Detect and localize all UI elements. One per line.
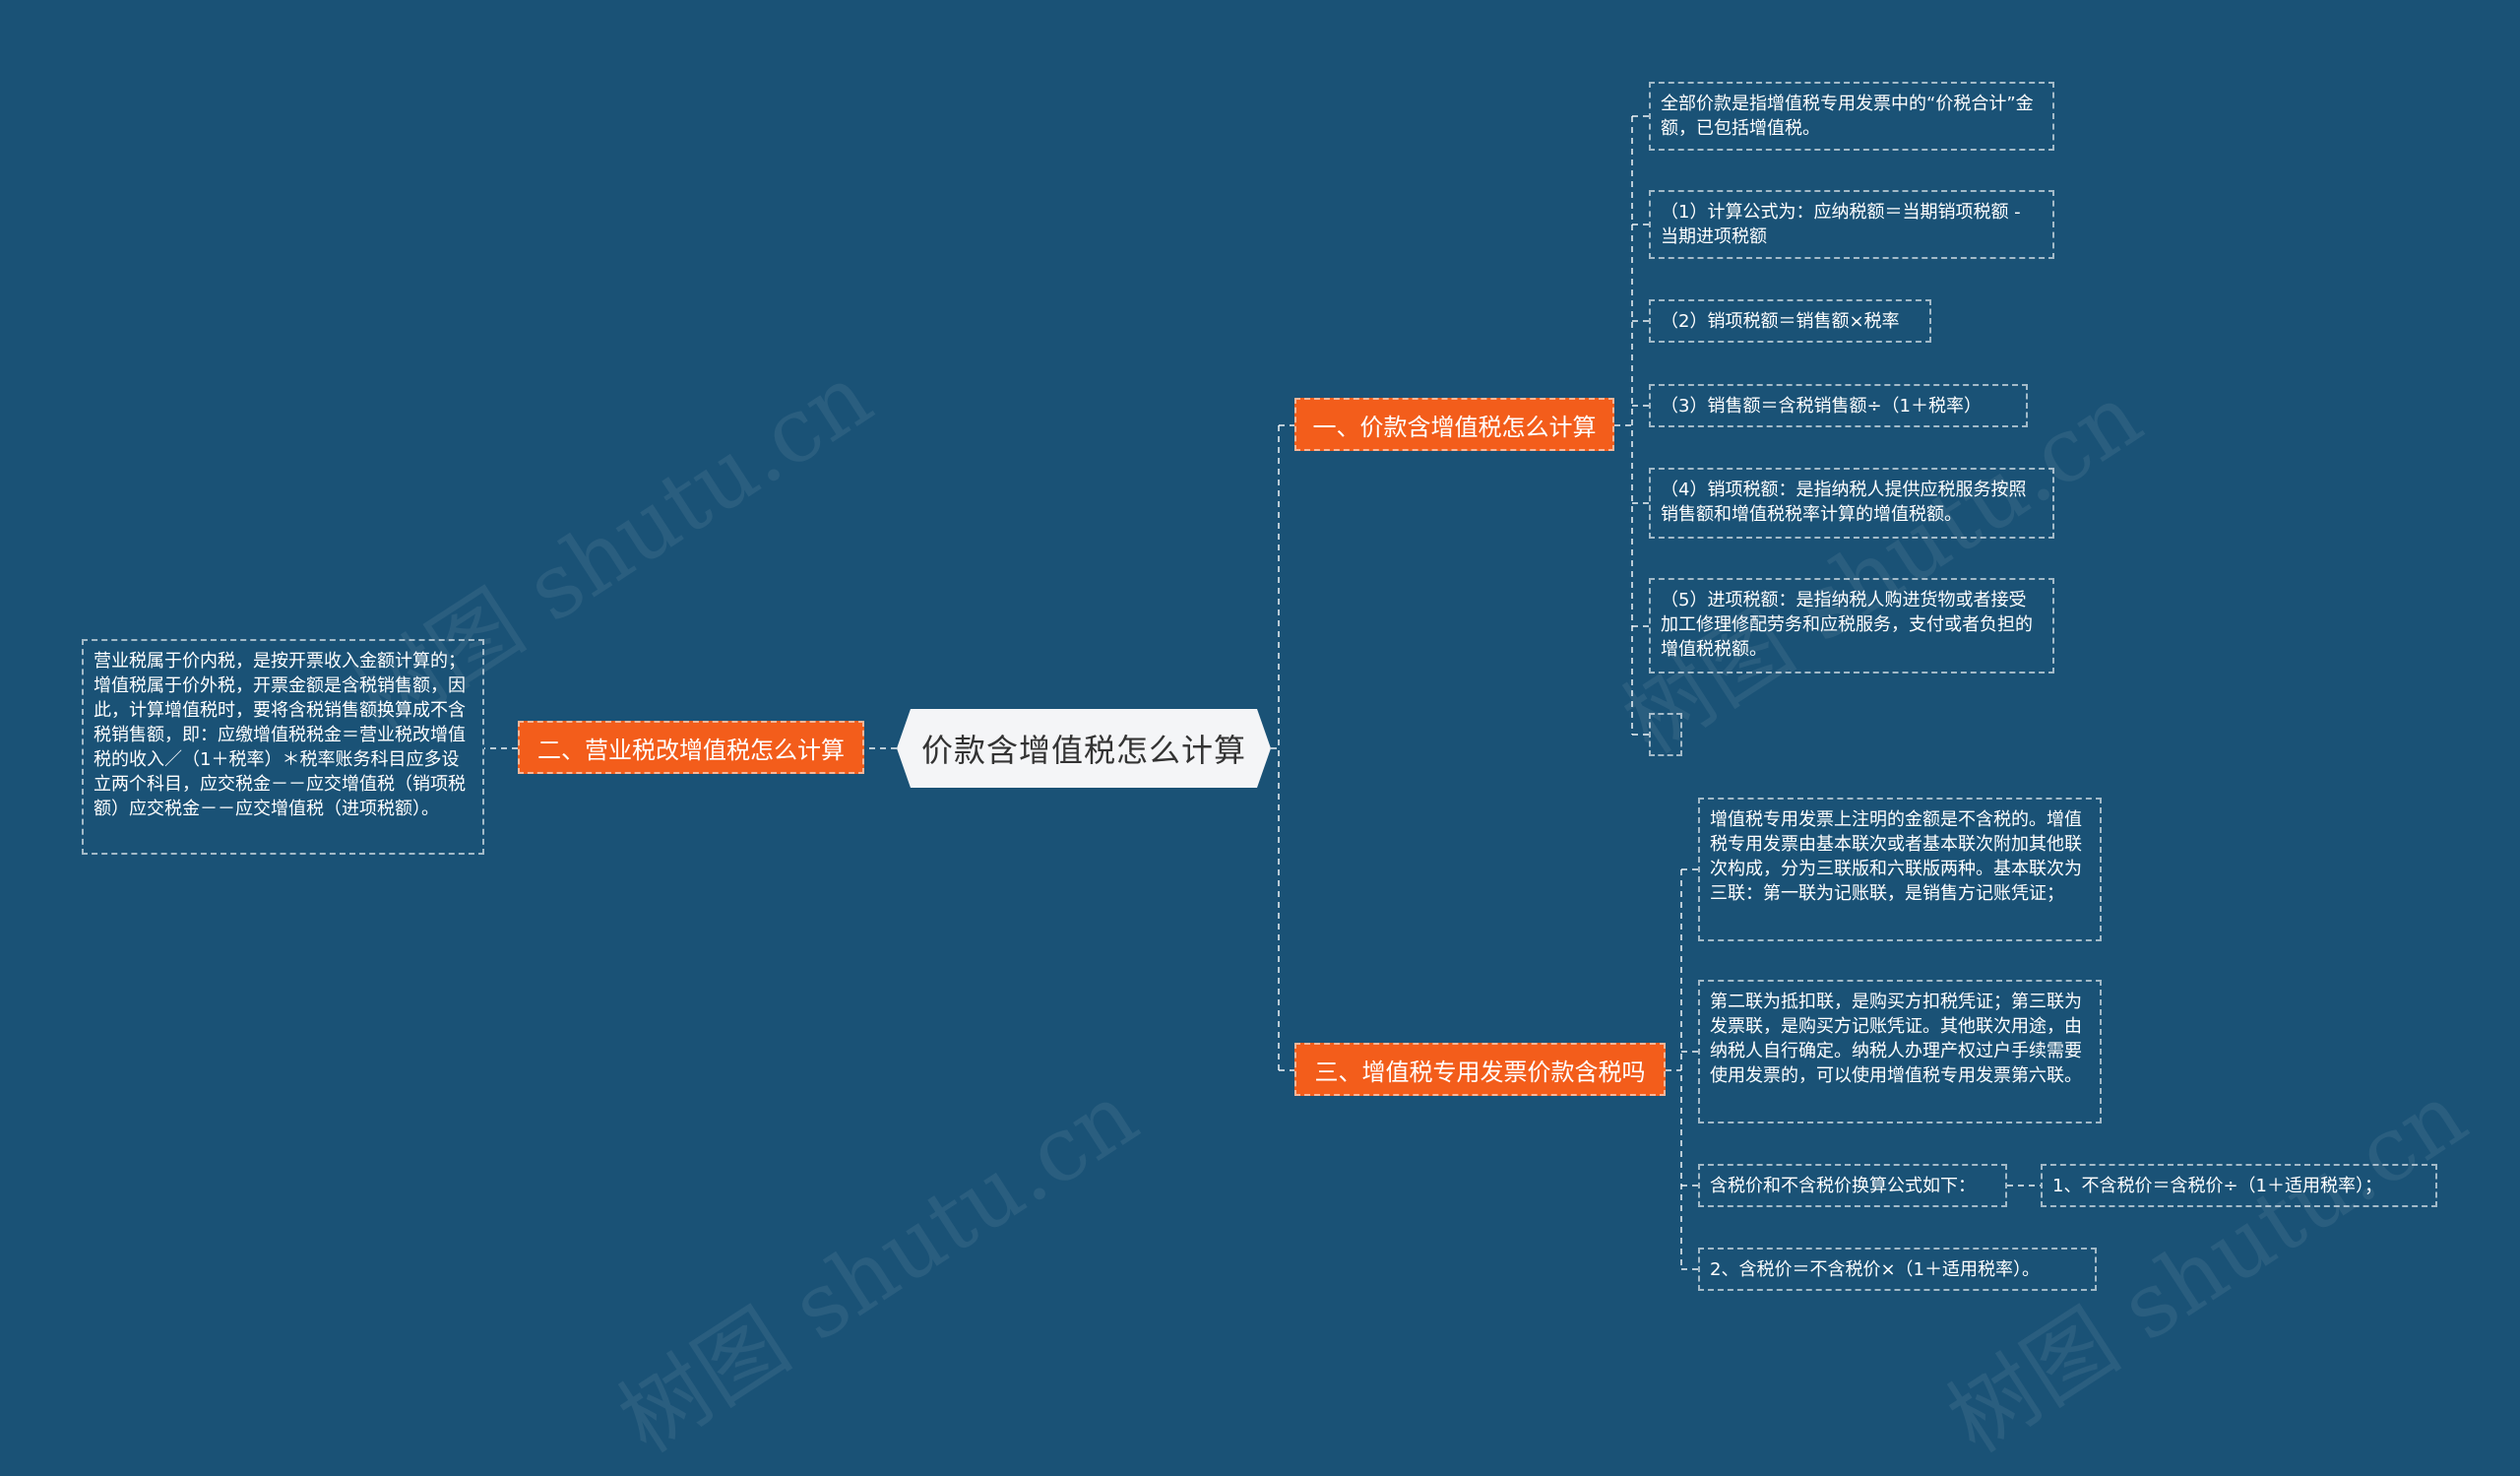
leaf-b3-2[interactable]: 第二联为抵扣联，是购买方扣税凭证；第三联为发票联，是购买方记账凭证。其他联次用途… <box>1698 980 2102 1123</box>
leaf-b2-1[interactable]: 营业税属于价内税，是按开票收入金额计算的；增值税属于价外税，开票金额是含税销售额… <box>82 639 484 855</box>
leaf-b1-1[interactable]: 全部价款是指增值税专用发票中的“价税合计”金额，已包括增值税。 <box>1649 82 2054 151</box>
mindmap-canvas: 树图 shutu.cn 树图 shutu.cn 树图 shutu.cn 树图 s… <box>82 82 2484 1473</box>
leaf-b3-1[interactable]: 增值税专用发票上注明的金额是不含税的。增值税专用发票由基本联次或者基本联次附加其… <box>1698 798 2102 941</box>
branch-topic-2[interactable]: 二、营业税改增值税怎么计算 <box>518 721 864 774</box>
leaf-b3-3[interactable]: 含税价和不含税价换算公式如下： <box>1698 1164 2007 1207</box>
leaf-b1-3[interactable]: （2）销项税额＝销售额×税率 <box>1649 299 1931 343</box>
leaf-b1-4[interactable]: （3）销售额＝含税销售额÷（1＋税率） <box>1649 384 2028 427</box>
leaf-b1-6[interactable]: （5）进项税额：是指纳税人购进货物或者接受加工修理修配劳务和应税服务，支付或者负… <box>1649 578 2054 674</box>
leaf-b1-2[interactable]: （1）计算公式为：应纳税额＝当期销项税额 - 当期进项税额 <box>1649 190 2054 259</box>
branch-topic-1[interactable]: 一、价款含增值税怎么计算 <box>1294 398 1614 451</box>
watermark: 树图 shutu.cn <box>601 1062 1156 1473</box>
leaf-b1-empty[interactable] <box>1649 713 1682 756</box>
branch-topic-3[interactable]: 三、增值税专用发票价款含税吗 <box>1294 1043 1666 1096</box>
root-topic[interactable]: 价款含增值税怎么计算 <box>897 709 1271 788</box>
leaf-b3-4[interactable]: 2、含税价＝不含税价×（1＋适用税率）。 <box>1698 1248 2097 1291</box>
leaf-b3-sub-1[interactable]: 1、不含税价＝含税价÷（1＋适用税率）； <box>2041 1164 2437 1207</box>
leaf-b1-5[interactable]: （4）销项税额：是指纳税人提供应税服务按照销售额和增值税税率计算的增值税额。 <box>1649 468 2054 539</box>
